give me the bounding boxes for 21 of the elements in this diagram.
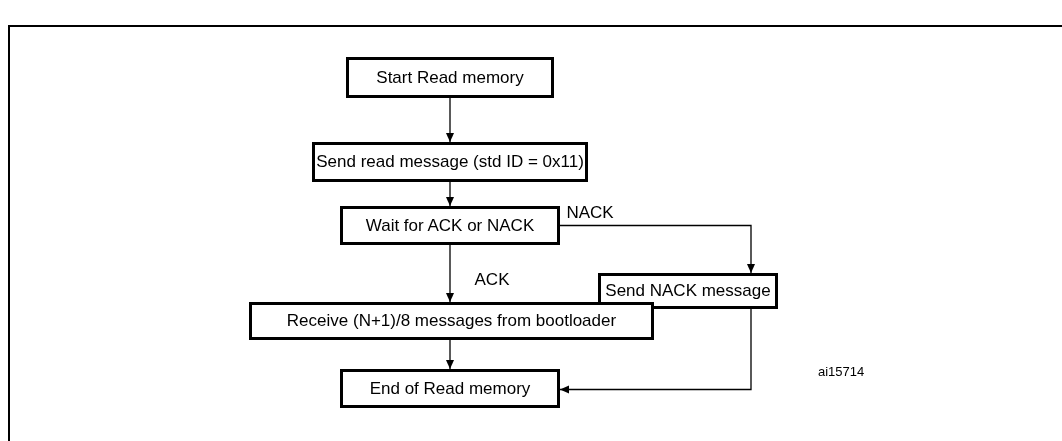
process-box [340, 369, 560, 408]
process-box [346, 57, 554, 98]
arrow [446, 181, 454, 207]
process-box [598, 273, 778, 309]
box-text: Wait for ACK or NACK [365, 214, 535, 237]
arrow [446, 244, 454, 303]
edge-label: NACK [566, 203, 614, 220]
arrow [559, 224, 755, 274]
edge-label: ACK [474, 270, 510, 287]
arrow [446, 339, 454, 370]
arrow [446, 97, 454, 143]
box-text: End of Read memory [369, 377, 531, 400]
process-box [249, 302, 654, 340]
box-text: Start Read memory [376, 66, 524, 89]
box-text: Send NACK message [605, 280, 771, 302]
figure-id: ai15714 [818, 363, 865, 381]
arrow [559, 308, 752, 394]
process-box [312, 142, 588, 182]
box-text: Send read message (std ID = 0x11) [316, 151, 584, 173]
box-text: Receive (N+1)/8 messages from bootloader [286, 310, 617, 332]
process-box [340, 206, 560, 245]
